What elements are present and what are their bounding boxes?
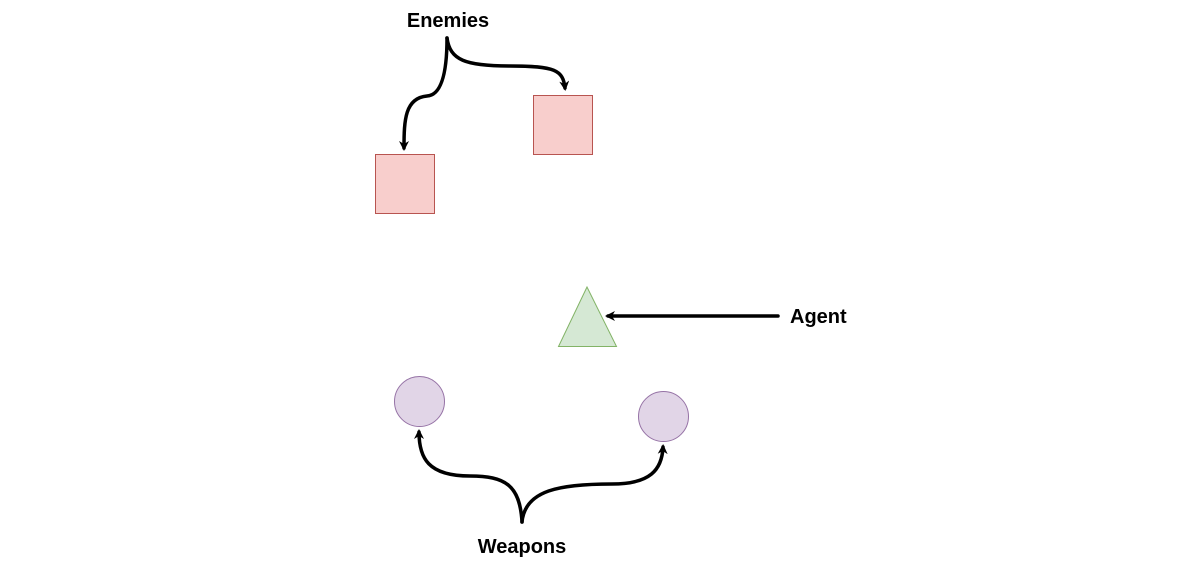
enemies-label: Enemies <box>407 10 489 32</box>
weapon-circle-right <box>638 391 689 442</box>
weapons-label: Weapons <box>478 536 567 558</box>
enemies-arrow-right <box>445 36 570 91</box>
enemies-arrow-left <box>399 36 449 151</box>
enemy-square-right <box>533 95 593 155</box>
enemy-square-left <box>375 154 435 214</box>
agent-label: Agent <box>790 306 847 328</box>
weapons-arrow-left <box>414 429 524 524</box>
weapon-circle-left <box>394 376 445 427</box>
weapons-arrow-right <box>520 444 668 524</box>
agent-triangle <box>557 285 618 347</box>
